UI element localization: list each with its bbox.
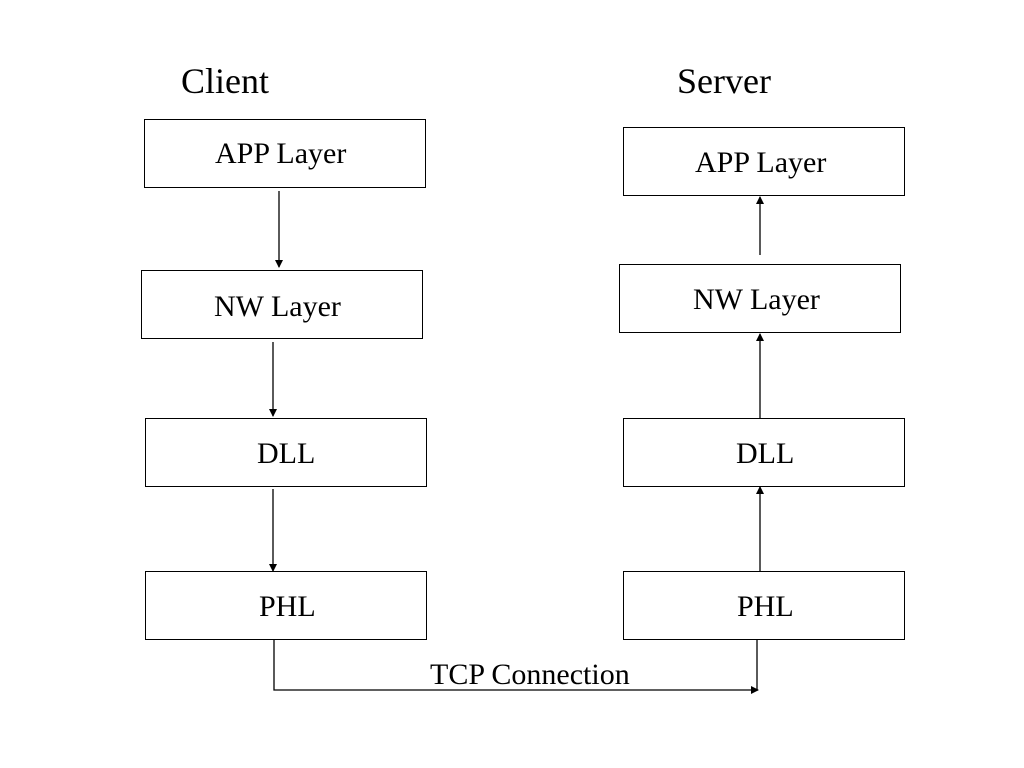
client-nw-layer-box: NW Layer [141, 270, 423, 339]
client-dll-label: DLL [257, 437, 316, 470]
client-nw-layer-label: NW Layer [214, 290, 341, 323]
client-heading: Client [181, 61, 269, 101]
server-nw-layer-box: NW Layer [619, 264, 901, 333]
server-nw-layer-label: NW Layer [693, 283, 820, 316]
tcp-connection-label: TCP Connection [430, 658, 630, 691]
server-phl-box: PHL [623, 571, 905, 640]
client-app-layer-label: APP Layer [215, 137, 347, 170]
server-phl-label: PHL [737, 590, 794, 623]
server-app-layer-box: APP Layer [623, 127, 905, 196]
client-phl-label: PHL [259, 590, 316, 623]
client-app-layer-box: APP Layer [144, 119, 426, 188]
client-phl-box: PHL [145, 571, 427, 640]
server-app-layer-label: APP Layer [695, 146, 827, 179]
server-heading: Server [677, 61, 771, 101]
server-dll-label: DLL [736, 437, 795, 470]
client-dll-box: DLL [145, 418, 427, 487]
tcp-connection-path [273, 640, 759, 694]
server-dll-box: DLL [623, 418, 905, 487]
